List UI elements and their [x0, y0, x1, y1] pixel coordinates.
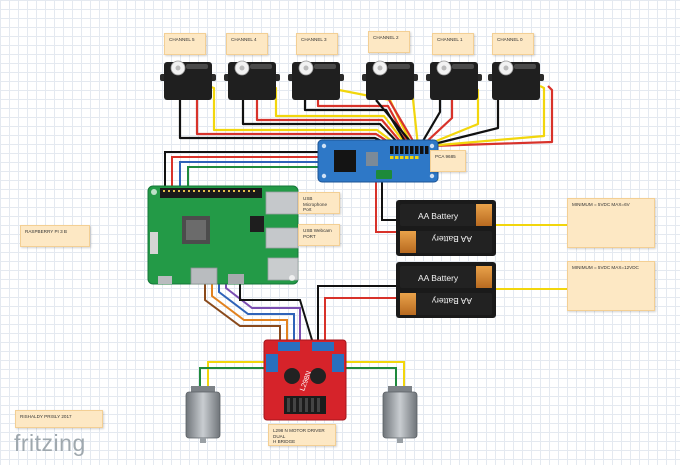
wire-servo2-black: [375, 99, 415, 147]
wire-servo4-red: [255, 100, 405, 147]
wire-motor-left-green: [199, 367, 264, 392]
note-battery-servo-range: MINIMUM = 5VDC MAX=6V: [567, 198, 655, 248]
dc-motor-left: [185, 386, 221, 443]
note-l298n-driver: L298 N MOTOR DRIVER DUAL H BRIDGE: [268, 424, 336, 446]
wire-pi-pca-blue: [179, 161, 320, 196]
battery-pack-servo: AA Battery AA Battery: [396, 200, 496, 256]
servo-channel-4: [224, 60, 280, 100]
note-channel-5: CHANNEL 5: [164, 33, 206, 55]
note-raspberry-pi: RASPBERRY PI 3 B: [20, 225, 90, 247]
note-channel-4: CHANNEL 4: [226, 33, 268, 55]
wire-motor-left-yellow: [207, 361, 264, 392]
note-author: RISHALDY PRISLY 2017: [15, 410, 103, 428]
battery-wires: [317, 172, 567, 340]
wire-servo0-yellow: [427, 85, 546, 148]
note-battery-motor-range: MINIMUM = 5VDC MAX=12VDC: [567, 261, 655, 311]
note-usb-microphone: USB Microphone Port: [298, 192, 340, 214]
wire-pi-pca-black: [164, 151, 320, 196]
wire-batt-servo-red: [375, 172, 398, 233]
servo-channel-0: [488, 60, 544, 100]
wire-servo1-black: [419, 100, 442, 147]
battery-servo-bottom-label: AA Battery: [431, 234, 472, 244]
note-channel-3: CHANNEL 3: [296, 33, 338, 55]
wire-servo3-black: [303, 100, 409, 147]
note-pca9685: PCA 9685: [430, 150, 466, 172]
fritzing-logo: fritzing: [14, 430, 86, 456]
raspberry-pi-board: [147, 185, 299, 285]
note-usb-webcam: USB Webcam PORT: [298, 224, 340, 246]
l298n-driver-board: L298N: [263, 339, 347, 421]
wire-servo3-red: [316, 100, 411, 147]
wire-servo0-black: [425, 100, 500, 148]
note-channel-1: CHANNEL 1: [432, 33, 474, 55]
servo-channel-5: [160, 60, 216, 100]
wire-batt-servo-black: [381, 172, 398, 221]
battery-pack-motor: AA Battery AA Battery: [396, 262, 496, 318]
wire-servo0-red: [429, 85, 554, 148]
wire-batt-motor-black: [317, 285, 398, 340]
dc-motor-right: [382, 386, 418, 443]
wire-servo4-black: [241, 100, 402, 147]
pca9685-board: [317, 139, 439, 183]
wire-batt-motor-red: [324, 297, 398, 340]
servo-channel-2: [362, 60, 418, 100]
wire-motor-right-green: [344, 367, 397, 392]
servo-channel-1: [426, 60, 482, 100]
note-channel-0: CHANNEL 0: [492, 33, 534, 55]
battery-motor-top-label: AA Battery: [418, 273, 459, 283]
wire-servo2-red: [388, 99, 417, 147]
wire-pi-pca-red: [171, 156, 320, 196]
motor-wires: [199, 361, 405, 392]
note-channel-2: CHANNEL 2: [368, 31, 410, 53]
wire-servo1-red: [421, 100, 454, 147]
battery-servo-top-label: AA Battery: [418, 211, 459, 221]
battery-motor-bottom-label: AA Battery: [431, 296, 472, 306]
servo-channel-3: [288, 60, 344, 100]
wire-motor-right-yellow: [344, 361, 405, 392]
